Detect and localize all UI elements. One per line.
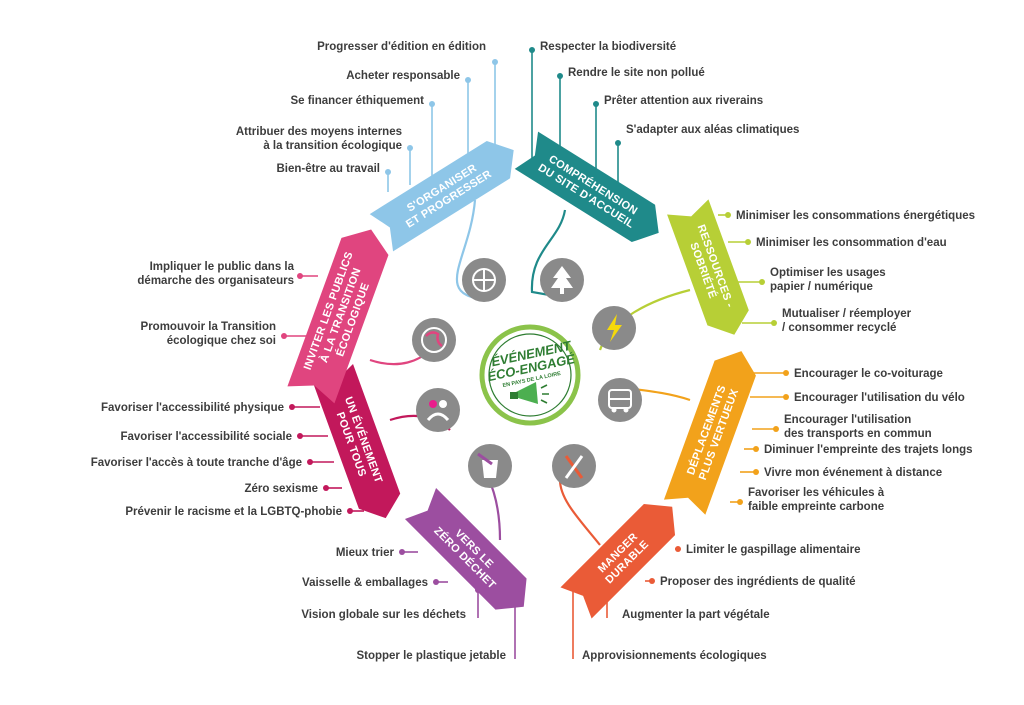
dechet-item: Vaisselle & emballages <box>302 577 428 589</box>
bullet-dot <box>297 433 303 439</box>
deplacements-item: Encourager le co-voiturage <box>794 368 943 380</box>
bullet-dot <box>399 549 405 555</box>
bullet-dot <box>407 145 413 151</box>
recycle-cup-icon <box>468 444 512 488</box>
organiser-item: Bien-être au travail <box>276 163 380 175</box>
bullet-dot <box>297 273 303 279</box>
deplacements-item: Encourager l'utilisation du vélo <box>794 392 965 404</box>
comprehension-connector <box>530 209 567 298</box>
organiser-item: Acheter responsable <box>346 70 460 82</box>
bullet-dot <box>385 169 391 175</box>
deplacements-item: Vivre mon événement à distance <box>764 467 942 479</box>
organiser-item: Se financer éthiquement <box>290 95 424 107</box>
comprehension-item: Rendre le site non pollué <box>568 67 705 79</box>
bullet-dot <box>753 446 759 452</box>
bullet-dot <box>759 279 765 285</box>
manger-connector <box>558 479 601 546</box>
bullet-dot <box>783 394 789 400</box>
inclusion-icon <box>416 388 460 432</box>
comprehension-item: S'adapter aux aléas climatiques <box>626 124 799 136</box>
pourtous-item: Favoriser l'accès à toute tranche d'âge <box>91 457 302 469</box>
organiser-item: Progresser d'édition en édition <box>317 41 486 53</box>
bullet-dot <box>347 508 353 514</box>
fork-knife-icon <box>552 444 596 488</box>
manger-item: Limiter le gaspillage alimentaire <box>686 544 860 556</box>
bullet-dot <box>725 212 731 218</box>
bullet-dot <box>492 59 498 65</box>
lightning-icon <box>592 306 636 350</box>
earth-icon <box>412 318 456 362</box>
bullet-dot <box>771 320 777 326</box>
megaphone-icon <box>510 382 549 404</box>
manger-item: Proposer des ingrédients de qualité <box>660 576 856 588</box>
bullet-dot <box>753 469 759 475</box>
bullet-dot <box>675 546 681 552</box>
bullet-dot <box>323 485 329 491</box>
dechet-item: Mieux trier <box>336 547 395 559</box>
dechet-item: Vision globale sur les déchets <box>301 609 466 621</box>
bullet-dot <box>593 101 599 107</box>
dechet-item: Stopper le plastique jetable <box>356 650 506 662</box>
bullet-dot <box>615 140 621 146</box>
deplacements-item: Diminuer l'empreinte des trajets longs <box>764 444 973 456</box>
bullet-dot <box>649 578 655 584</box>
ressources-item: Mutualiser / réemployer/ consommer recyc… <box>782 308 912 334</box>
bullet-dot <box>307 459 313 465</box>
bullet-dot <box>465 77 471 83</box>
bullet-dot <box>289 404 295 410</box>
pourtous-item: Favoriser l'accessibilité sociale <box>120 431 292 443</box>
bullet-dot <box>737 499 743 505</box>
ressources-item: Minimiser les consommations énergétiques <box>736 210 975 222</box>
manger-item: Augmenter la part végétale <box>622 609 770 621</box>
pourtous-item: Zéro sexisme <box>244 483 318 495</box>
bullet-dot <box>773 426 779 432</box>
manger-item: Approvisionnements écologiques <box>582 650 767 662</box>
bullet-dot <box>745 239 751 245</box>
bullet-dot <box>281 333 287 339</box>
bullet-dot <box>557 73 563 79</box>
bullet-dot <box>529 47 535 53</box>
comprehension-item: Respecter la biodiversité <box>540 41 676 53</box>
ressources-item: Minimiser les consommation d'eau <box>756 237 947 249</box>
compass-globe-icon <box>462 258 506 302</box>
bullet-dot <box>429 101 435 107</box>
event-logo: ÉVÉNEMENT ÉCO-ENGAGÉ EN PAYS DE LA LOIRE <box>479 324 581 426</box>
bullet-dot <box>783 370 789 376</box>
comprehension-item: Prêter attention aux riverains <box>604 95 763 107</box>
bullet-dot <box>433 579 439 585</box>
pine-tree-icon <box>540 258 584 302</box>
pourtous-item: Favoriser l'accessibilité physique <box>101 402 284 414</box>
bus-icon <box>598 378 642 422</box>
pourtous-item: Prévenir le racisme et la LGBTQ-phobie <box>125 506 342 518</box>
